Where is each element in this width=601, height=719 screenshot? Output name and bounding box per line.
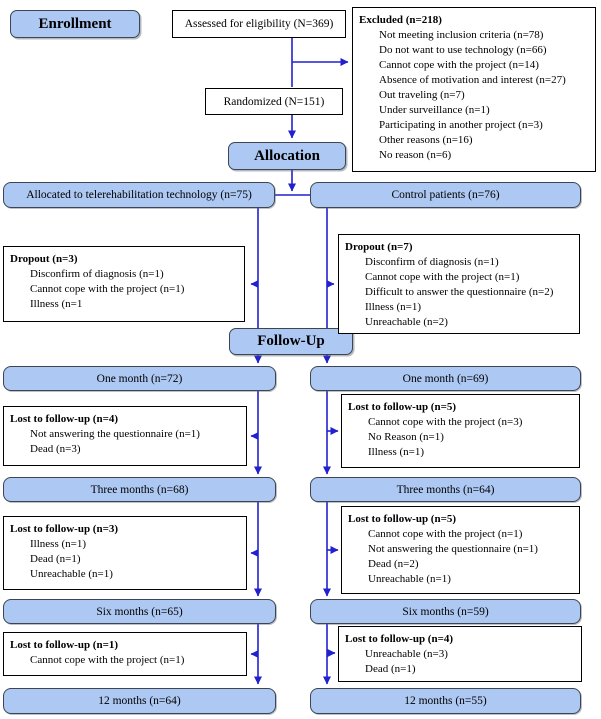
lost-one-month-left-box: Lost to follow-up (n=4) Not answering th… (3, 406, 247, 466)
lost-three-months-left-box: Lost to follow-up (n=3) Illness (n=1) Dea… (3, 516, 247, 590)
control-patients-box: Control patients (n=76) (310, 182, 581, 208)
three-months-right-box: Three months (n=64) (310, 477, 581, 502)
lost-three-months-right-title: Lost to follow-up (n=5) (348, 513, 457, 525)
lost-one-month-right-box: Lost to follow-up (n=5) Cannot cope with… (341, 394, 580, 468)
detail-line: Participating in another project (n=3) (379, 119, 543, 131)
one-month-right-label: One month (n=69) (402, 372, 489, 385)
lost-six-months-right-box: Lost to follow-up (n=4) Unreachable (n=3… (338, 626, 582, 682)
lost-six-months-right-items: Unreachable (n=3) Dead (n=1) (345, 647, 575, 677)
allocated-telerehab-box: Allocated to telerehabilitation technolo… (3, 182, 275, 208)
one-month-left-box: One month (n=72) (3, 366, 276, 391)
allocated-telerehab-label: Allocated to telerehabilitation technolo… (26, 189, 252, 201)
six-months-right-label: Six months (n=59) (402, 605, 489, 618)
detail-line: Illness (n=1) (365, 301, 421, 313)
detail-line: Not meeting inclusion criteria (n=78) (379, 29, 544, 41)
dropout-right-title: Dropout (n=7) (345, 241, 413, 253)
randomized-box: Randomized (N=151) (205, 88, 343, 115)
allocation-header-label: Allocation (254, 147, 320, 164)
randomized-label: Randomized (N=151) (223, 95, 325, 108)
control-patients-label: Control patients (n=76) (391, 189, 500, 201)
detail-line: Difficult to answer the questionnaire (n… (365, 286, 554, 298)
detail-line: Unreachable (n=3) (365, 648, 448, 660)
detail-line: Illness (n=1) (368, 446, 424, 458)
dropout-right-items: Disconfirm of diagnosis (n=1) Cannot cope… (345, 255, 573, 330)
dropout-left-items: Disconfirm of diagnosis (n=1) Cannot cope… (10, 267, 238, 312)
detail-line: Under surveillance (n=1) (379, 104, 490, 116)
excluded-box: Excluded (n=218) Not meeting inclusion c… (352, 7, 596, 172)
allocation-header: Allocation (228, 142, 346, 170)
twelve-months-right-box: 12 months (n=55) (310, 688, 581, 714)
dropout-right-box: Dropout (n=7) Disconfirm of diagnosis (n… (338, 234, 580, 334)
lost-six-months-left-items: Cannot cope with the project (n=1) (10, 653, 240, 668)
detail-line: Cannot cope with the project (n=3) (368, 416, 523, 428)
six-months-right-box: Six months (n=59) (310, 599, 581, 624)
enrollment-header-label: Enrollment (38, 15, 112, 32)
detail-line: Unreachable (n=1) (30, 568, 113, 580)
lost-one-month-right-title: Lost to follow-up (n=5) (348, 401, 457, 413)
detail-line: Not answering the questionnaire (n=1) (30, 428, 200, 440)
lost-three-months-left-title: Lost to follow-up (n=3) (10, 523, 119, 535)
detail-line: Illness (n=1) (30, 538, 86, 550)
lost-one-month-right-items: Cannot cope with the project (n=3) No Rea… (348, 415, 573, 460)
excluded-title: Excluded (n=218) (359, 14, 442, 26)
detail-line: No Reason (n=1) (368, 431, 444, 443)
lost-six-months-left-title: Lost to follow-up (n=1) (10, 639, 119, 651)
lost-one-month-left-title: Lost to follow-up (n=4) (10, 413, 119, 425)
detail-line: Dead (n=2) (368, 558, 419, 570)
detail-line: Unreachable (n=1) (368, 573, 451, 585)
six-months-left-label: Six months (n=65) (96, 605, 183, 618)
lost-three-months-left-items: Illness (n=1) Dead (n=1) Unreachable (n=1) (10, 537, 240, 582)
detail-line: Out traveling (n=7) (379, 89, 465, 101)
detail-line: Absence of motivation and interest (n=27… (379, 74, 566, 86)
lost-six-months-right-title: Lost to follow-up (n=4) (345, 633, 454, 645)
lost-three-months-right-box: Lost to follow-up (n=5) Cannot cope with… (341, 506, 580, 594)
detail-line: Cannot cope with the project (n=1) (30, 654, 185, 666)
detail-line: Illness (n=1 (30, 298, 83, 310)
enrollment-header: Enrollment (10, 10, 140, 38)
detail-line: Dead (n=1) (365, 663, 416, 675)
detail-line: Disconfirm of diagnosis (n=1) (365, 256, 499, 268)
lost-three-months-right-items: Cannot cope with the project (n=1) Not an… (348, 527, 573, 587)
assessed-label: Assessed for eligibility (N=369) (184, 18, 334, 30)
detail-line: Cannot cope with the project (n=14) (379, 59, 539, 71)
detail-line: Cannot cope with the project (n=1) (365, 271, 520, 283)
detail-line: Disconfirm of diagnosis (n=1) (30, 268, 164, 280)
detail-line: Cannot cope with the project (n=1) (30, 283, 185, 295)
dropout-left-title: Dropout (n=3) (10, 253, 78, 265)
excluded-items: Not meeting inclusion criteria (n=78) Do … (359, 28, 589, 163)
lost-one-month-left-items: Not answering the questionnaire (n=1) Dea… (10, 427, 240, 457)
three-months-right-label: Three months (n=64) (396, 483, 495, 496)
detail-line: Do not want to use technology (n=66) (379, 44, 547, 56)
detail-line: Other reasons (n=16) (379, 134, 473, 146)
six-months-left-box: Six months (n=65) (3, 599, 276, 624)
one-month-left-label: One month (n=72) (96, 372, 183, 385)
dropout-left-box: Dropout (n=3) Disconfirm of diagnosis (n… (3, 246, 245, 322)
detail-line: No reason (n=6) (379, 149, 452, 161)
three-months-left-label: Three months (n=68) (90, 483, 189, 496)
one-month-right-box: One month (n=69) (310, 366, 581, 391)
twelve-months-right-label: 12 months (n=55) (404, 695, 487, 707)
three-months-left-box: Three months (n=68) (3, 477, 276, 502)
detail-line: Dead (n=1) (30, 553, 81, 565)
assessed-box: Assessed for eligibility (N=369) (172, 10, 346, 38)
detail-line: Dead (n=3) (30, 443, 81, 455)
twelve-months-left-box: 12 months (n=64) (3, 688, 276, 714)
detail-line: Not answering the questionnaire (n=1) (368, 543, 538, 555)
connector-lines (250, 38, 349, 685)
detail-line: Cannot cope with the project (n=1) (368, 528, 523, 540)
followup-header-label: Follow-Up (257, 333, 325, 349)
twelve-months-left-label: 12 months (n=64) (98, 695, 181, 707)
followup-header: Follow-Up (229, 328, 353, 355)
lost-six-months-left-box: Lost to follow-up (n=1) Cannot cope with… (3, 632, 247, 676)
detail-line: Unreachable (n=2) (365, 316, 448, 328)
